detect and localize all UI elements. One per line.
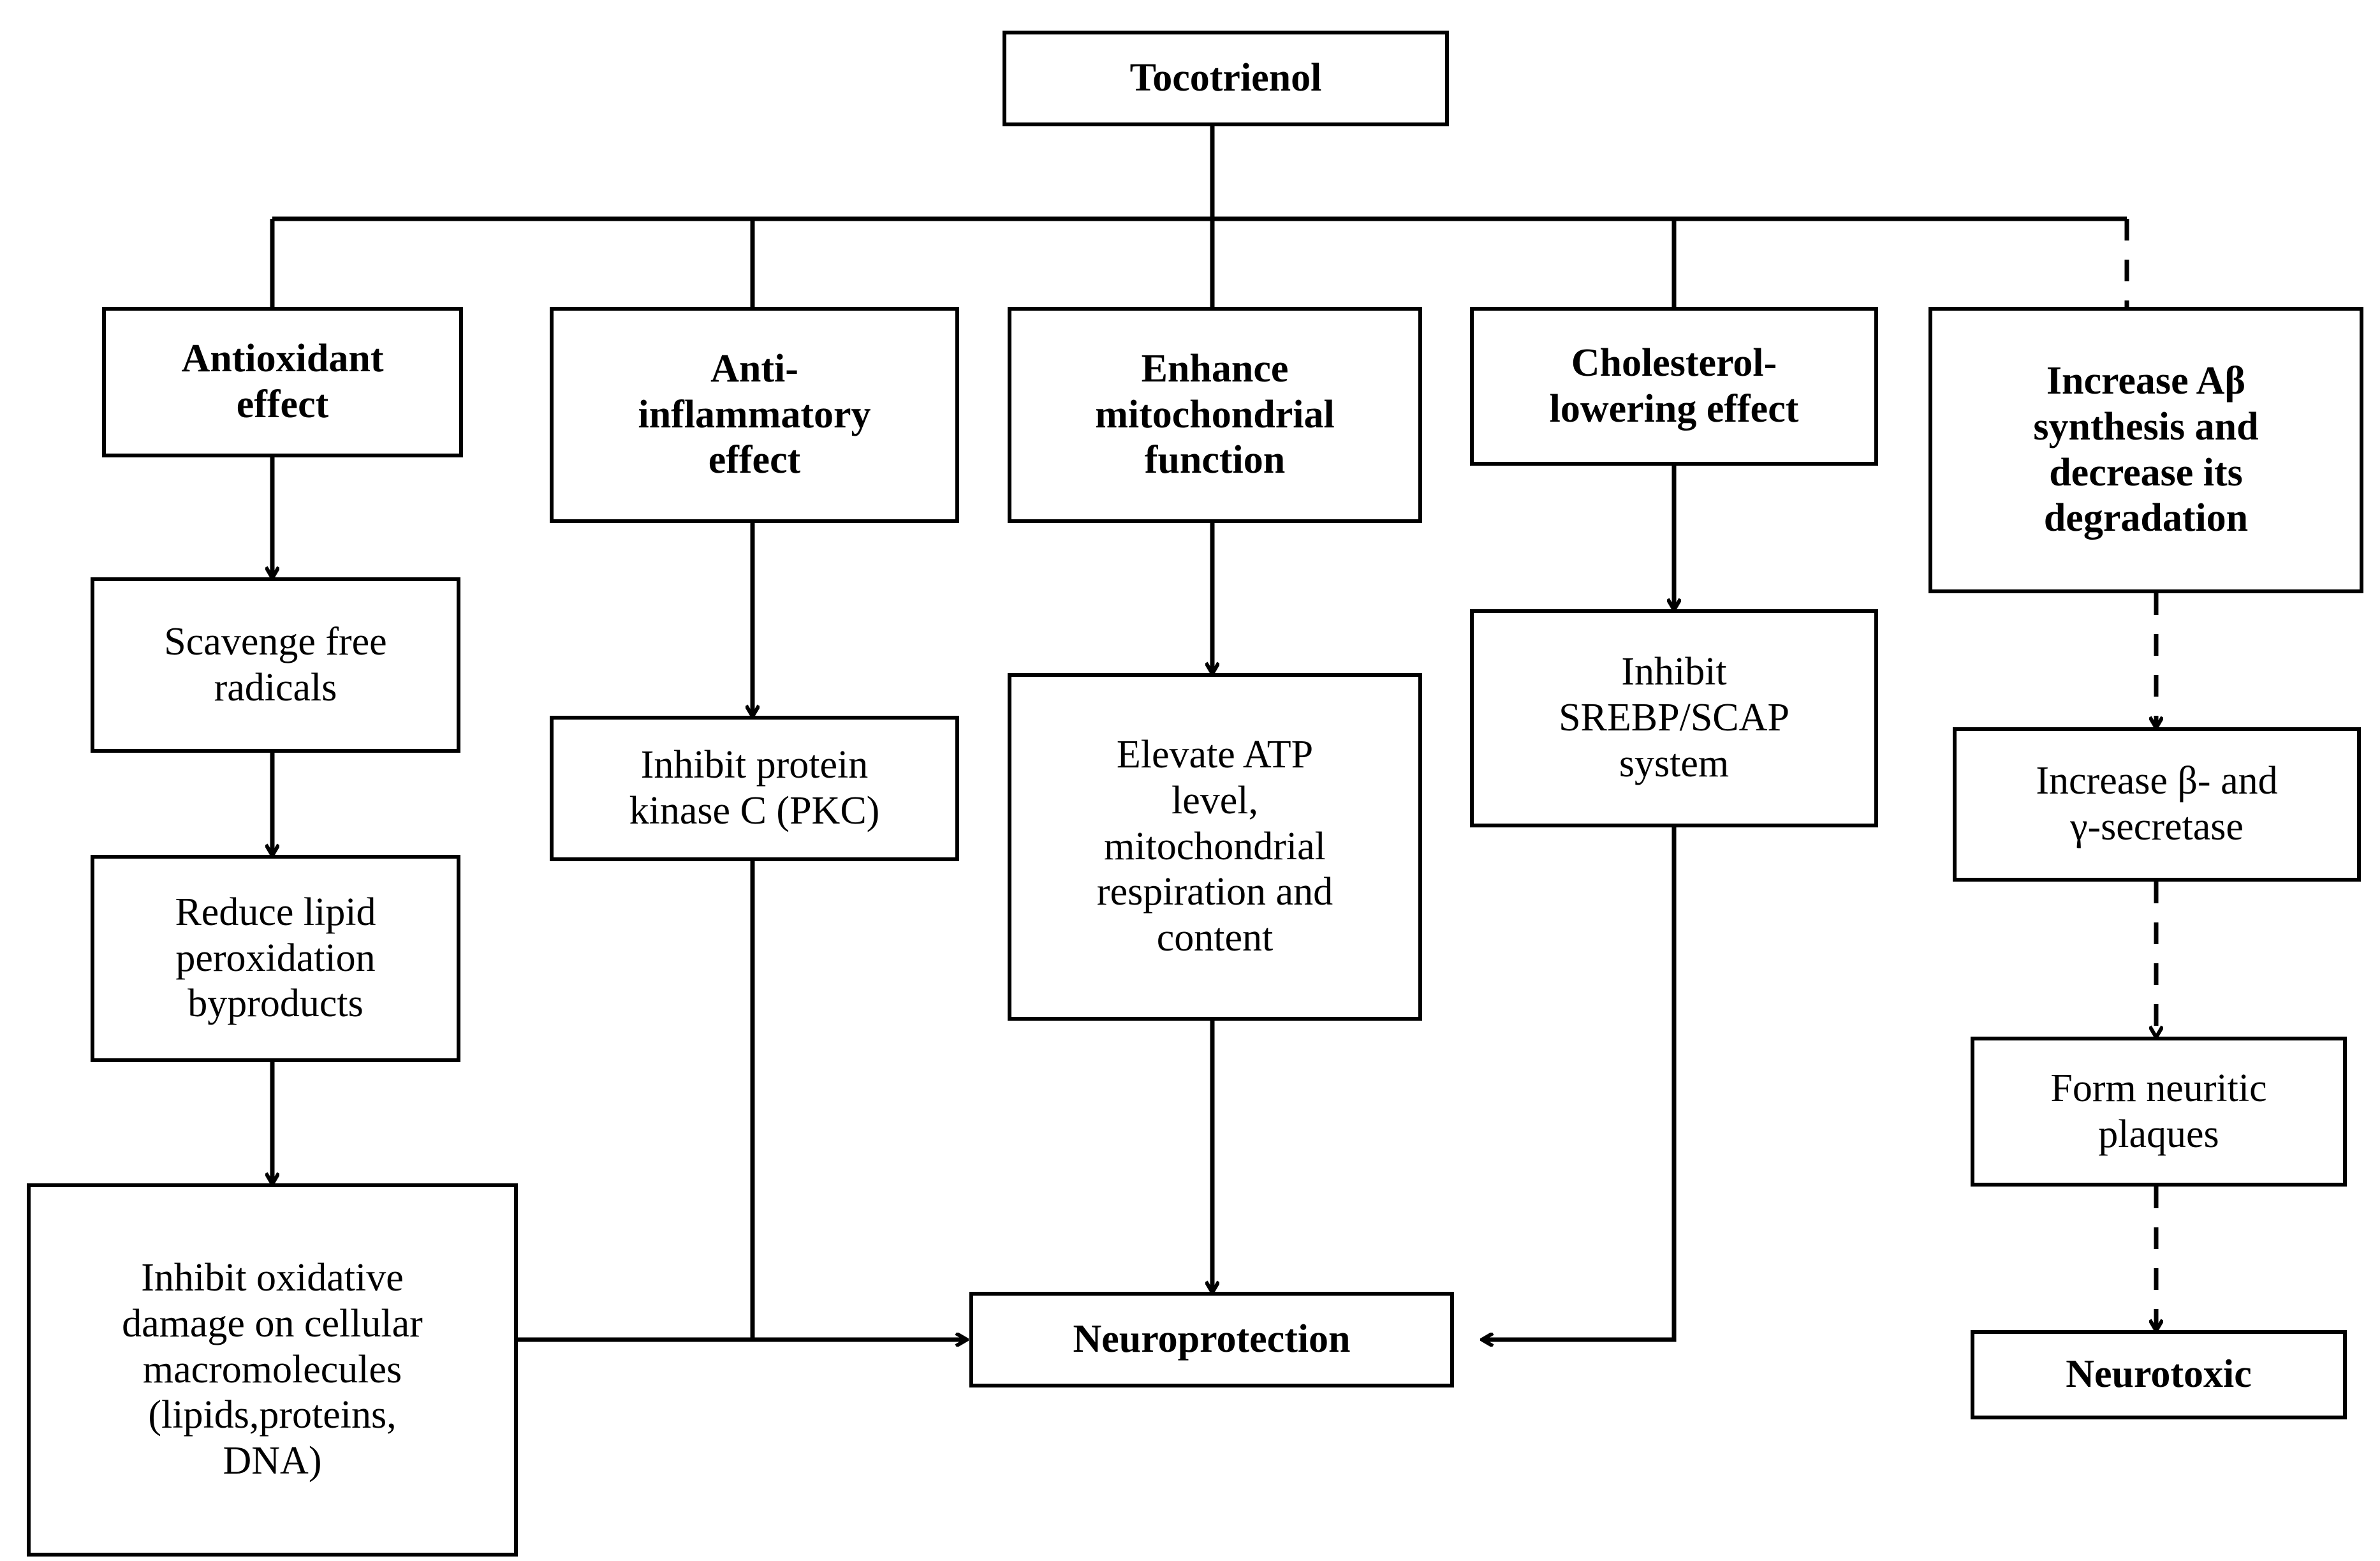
node-inhibit-pkc[interactable]: Inhibit protein kinase C (PKC)	[550, 716, 959, 861]
node-antioxidant-effect-label: Antioxidant effect	[181, 337, 384, 426]
node-inhibit-oxidative-damage-label: Inhibit oxidative damage on cellular mac…	[122, 1255, 423, 1483]
node-inhibit-srebp-scap-label: Inhibit SREBP/SCAP system	[1559, 650, 1789, 785]
node-increase-secretase[interactable]: Increase β- and γ-secretase	[1953, 727, 2361, 882]
node-form-neuritic-plaques-label: Form neuritic plaques	[2050, 1066, 2267, 1156]
node-cholesterol-lowering-effect-label: Cholesterol- lowering effect	[1549, 341, 1799, 431]
node-inhibit-oxidative-damage[interactable]: Inhibit oxidative damage on cellular mac…	[27, 1183, 518, 1557]
node-antioxidant-effect[interactable]: Antioxidant effect	[102, 307, 463, 457]
node-neuroprotection[interactable]: Neuroprotection	[969, 1292, 1454, 1387]
node-neuroprotection-label: Neuroprotection	[1073, 1317, 1351, 1361]
node-scavenge-free-radicals[interactable]: Scavenge free radicals	[91, 577, 460, 753]
node-tocotrienol-label: Tocotrienol	[1129, 56, 1322, 100]
node-form-neuritic-plaques[interactable]: Form neuritic plaques	[1971, 1037, 2347, 1187]
node-enhance-mitochondrial-function-label: Enhance mitochondrial function	[1095, 346, 1335, 482]
node-inhibit-pkc-label: Inhibit protein kinase C (PKC)	[629, 743, 880, 832]
node-neurotoxic-label: Neurotoxic	[2066, 1352, 2252, 1396]
node-reduce-lipid-peroxidation[interactable]: Reduce lipid peroxidation byproducts	[91, 855, 460, 1062]
node-increase-abeta[interactable]: Increase Aβ synthesis and decrease its d…	[1928, 307, 2363, 593]
node-anti-inflammatory-effect-label: Anti- inflammatory effect	[638, 346, 871, 482]
node-inhibit-srebp-scap[interactable]: Inhibit SREBP/SCAP system	[1470, 609, 1878, 827]
node-enhance-mitochondrial-function[interactable]: Enhance mitochondrial function	[1008, 307, 1422, 523]
node-anti-inflammatory-effect[interactable]: Anti- inflammatory effect	[550, 307, 959, 523]
node-increase-abeta-label: Increase Aβ synthesis and decrease its d…	[2033, 359, 2259, 540]
node-scavenge-free-radicals-label: Scavenge free radicals	[164, 619, 387, 709]
node-reduce-lipid-peroxidation-label: Reduce lipid peroxidation byproducts	[175, 890, 376, 1026]
node-cholesterol-lowering-effect[interactable]: Cholesterol- lowering effect	[1470, 307, 1878, 466]
edge-srebp-to-neuroprotection	[1483, 827, 1677, 1340]
node-increase-secretase-label: Increase β- and γ-secretase	[2036, 759, 2278, 848]
node-elevate-atp[interactable]: Elevate ATP level, mitochondrial respira…	[1008, 673, 1422, 1021]
node-tocotrienol[interactable]: Tocotrienol	[1003, 31, 1449, 126]
node-elevate-atp-label: Elevate ATP level, mitochondrial respira…	[1096, 732, 1333, 960]
node-neurotoxic[interactable]: Neurotoxic	[1971, 1330, 2347, 1419]
